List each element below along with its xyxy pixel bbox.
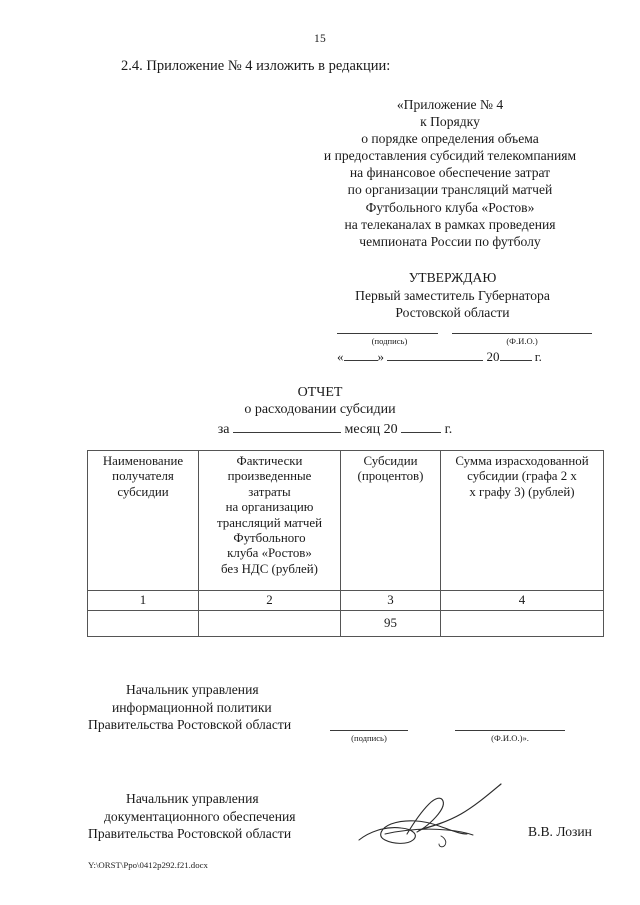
sig2-line-2: документационного обеспечения [104, 808, 296, 824]
sig1-caption-signature: (подпись) [351, 733, 387, 743]
report-period-blank [233, 420, 341, 433]
table-header-cell-3: Субсидии(процентов) [340, 450, 441, 591]
appendix-header-line: по организации трансляций матчей [347, 182, 553, 198]
sig1-line-3: Правительства Ростовской области [88, 717, 292, 733]
sig1-caption-fio: (Ф.И.О.)». [491, 733, 529, 743]
date-quote-open: « [337, 349, 344, 364]
handwritten-signature-icon [355, 782, 525, 852]
approval-position-line-2: Ростовской области [395, 305, 510, 320]
sig2-line-1: Начальник управления [126, 791, 259, 806]
date-year-prefix: 20 [486, 349, 500, 364]
sig1-rule-signature [330, 730, 408, 731]
date-year-blank [499, 348, 532, 361]
report-period-prefix: за [217, 422, 230, 437]
page-number: 15 [314, 33, 326, 45]
approval-position-line-1: Первый заместитель Губернатора [355, 287, 550, 303]
appendix-header-line: Футбольного клуба «Ростов» [365, 199, 535, 215]
signature-rule-right [452, 333, 592, 334]
approval-block: УТВЕРЖДАЮ Первый заместитель Губернатора… [310, 269, 595, 322]
sig1-line-2: информационной политики [112, 699, 272, 715]
approval-signature-rules [337, 333, 592, 335]
sig1-rules [330, 730, 590, 732]
column-number-1: 1 [87, 590, 199, 611]
date-year-suffix: г. [534, 349, 542, 364]
appendix-header-line: о порядке определения объема [361, 131, 539, 147]
intro-clause: 2.4. Приложение № 4 изложить в редакции: [121, 58, 391, 74]
table-cell-expenses[interactable] [198, 610, 341, 637]
signer-name: В.В. Лозин [528, 824, 592, 839]
date-quote-close: » [377, 349, 385, 364]
report-subtitle: о расходовании субсидии [244, 402, 396, 417]
table-cell-subsidy-amount[interactable] [440, 610, 604, 637]
table-column-number-row: 1 2 3 4 [87, 590, 604, 611]
report-period-suffix: г. [444, 422, 453, 437]
approval-title: УТВЕРЖДАЮ [408, 270, 497, 285]
appendix-header-line: на финансовое обеспечение затрат [349, 165, 551, 181]
appendix-header: «Приложение № 4 к Порядку о порядке опре… [300, 96, 600, 250]
column-number-3: 3 [340, 590, 441, 611]
sig1-line-1: Начальник управления [126, 682, 259, 697]
footer-file-path: Y:\ORST\Ppo\0412p292.f21.docx [88, 860, 208, 870]
sig1-rule-fio [455, 730, 565, 731]
appendix-header-line: и предоставления субсидий телекомпаниям [323, 148, 577, 164]
appendix-header-line: чемпионата России по футболу [359, 233, 541, 249]
date-day-blank [343, 348, 378, 361]
signature-rule-left [337, 333, 438, 334]
sig2-line-3: Правительства Ростовской области [88, 826, 292, 842]
appendix-header-line: на телеканалах в рамках проведения [344, 216, 556, 232]
report-period-month: месяц 20 [344, 422, 398, 437]
table-cell-subsidy-percent[interactable]: 95 [340, 610, 441, 637]
appendix-header-line: к Порядку [420, 114, 480, 130]
column-number-2: 2 [198, 590, 341, 611]
signature-block-document-support: Начальник управления документационного о… [88, 790, 296, 843]
date-month-blank [387, 348, 484, 361]
caption-fio: (Ф.И.О.) [506, 336, 538, 346]
report-title: ОТЧЕТ [297, 385, 343, 400]
caption-signature: (подпись) [371, 336, 408, 346]
appendix-header-line: «Приложение № 4 [396, 97, 504, 112]
table-cell-recipient[interactable] [87, 610, 199, 637]
approval-date-line: « » 20 г. [337, 348, 597, 365]
report-period-line: за месяц 20 г. [170, 420, 500, 438]
report-year-blank [401, 420, 442, 433]
column-number-4: 4 [440, 590, 604, 611]
table-row: 95 [87, 610, 604, 637]
signature-block-information-policy: Начальник управления информационной поли… [88, 681, 291, 734]
